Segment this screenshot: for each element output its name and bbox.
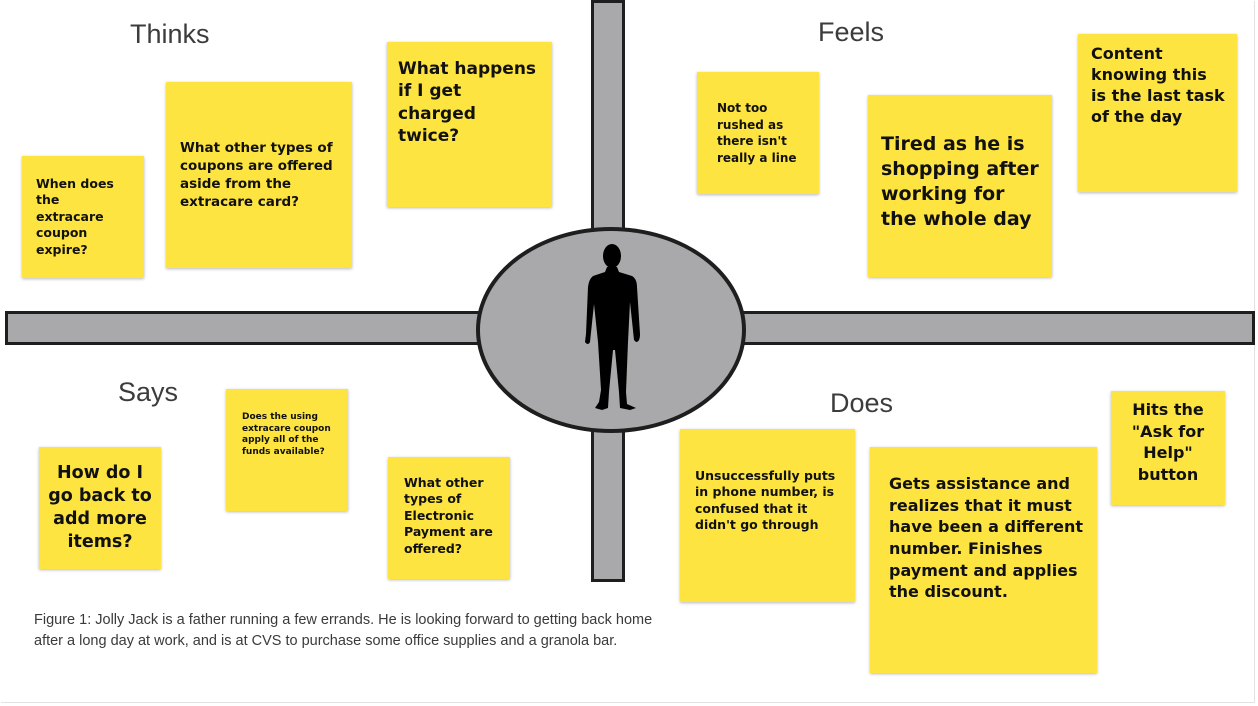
vertical-axis-top (591, 0, 625, 232)
does-note-phone-number-text: Unsuccessfully puts in phone number, is … (695, 467, 836, 533)
says-note-payment-types-text: What other types of Electronic Payment a… (404, 474, 493, 556)
person-silhouette-icon (585, 244, 640, 410)
thinks-note-coupon-types-text: What other types of coupons are offered … (180, 140, 333, 210)
thinks-note-charged-twice-text: What happens if I get charged twice? (398, 58, 537, 147)
says-note-add-items-text: How do I go back to add more items? (48, 463, 152, 552)
does-label: Does (830, 388, 894, 418)
feels-note-not-rushed-text: Not too rushed as there isn't really a l… (717, 101, 797, 165)
does-note-ask-for-help-text: Hits the "Ask for Help" button (1131, 400, 1205, 484)
does-note-assistance-text: Gets assistance and realizes that it mus… (889, 473, 1084, 602)
feels-note-tired[interactable]: Tired as he is shopping after working fo… (868, 95, 1052, 277)
does-note-assistance[interactable]: Gets assistance and realizes that it mus… (870, 447, 1097, 673)
does-note-phone-number[interactable]: Unsuccessfully puts in phone number, is … (680, 429, 855, 602)
thinks-note-charged-twice[interactable]: What happens if I get charged twice? (387, 42, 552, 207)
feels-note-content[interactable]: Content knowing this is the last task of… (1078, 34, 1237, 192)
does-note-ask-for-help[interactable]: Hits the "Ask for Help" button (1111, 391, 1225, 505)
says-note-funds-text: Does the using extracare coupon apply al… (242, 412, 331, 457)
thinks-note-coupon-types[interactable]: What other types of coupons are offered … (166, 82, 352, 268)
says-label: Says (118, 377, 179, 407)
feels-note-tired-text: Tired as he is shopping after working fo… (881, 133, 1039, 230)
feels-note-content-text: Content knowing this is the last task of… (1091, 44, 1225, 126)
figure-caption: Figure 1: Jolly Jack is a father running… (34, 612, 653, 649)
feels-note-not-rushed[interactable]: Not too rushed as there isn't really a l… (697, 72, 819, 194)
thinks-label: Thinks (130, 19, 210, 49)
thinks-note-expiry[interactable]: When does the extracare coupon expire? (22, 156, 144, 278)
says-note-payment-types[interactable]: What other types of Electronic Payment a… (388, 457, 510, 579)
horizontal-axis-left (5, 311, 483, 345)
thinks-note-expiry-text: When does the extracare coupon expire? (36, 175, 114, 257)
horizontal-axis-right (740, 311, 1255, 345)
feels-label: Feels (818, 17, 885, 47)
vertical-axis-bottom (591, 428, 625, 582)
says-note-add-items[interactable]: How do I go back to add more items? (39, 447, 161, 569)
says-note-funds[interactable]: Does the using extracare coupon apply al… (226, 389, 348, 511)
